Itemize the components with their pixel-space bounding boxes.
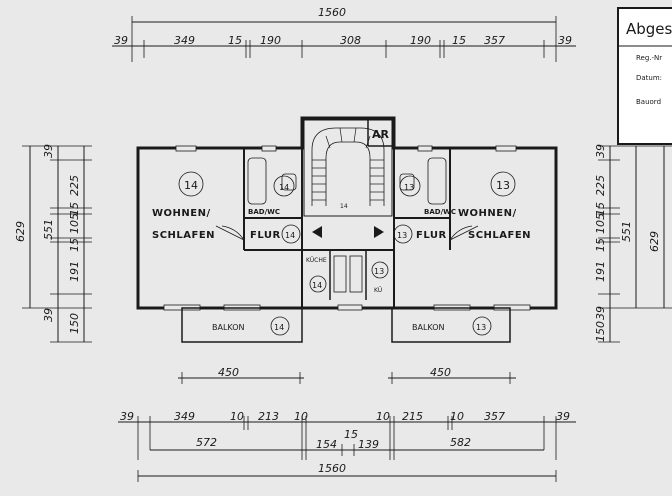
hall-right-label: FLUR xyxy=(416,230,447,241)
bottom-dimensions: 39 349 10 213 10 10 215 10 357 39 572 15… xyxy=(118,410,576,482)
bottom-dim-4: 213 xyxy=(258,410,279,423)
top-dimensions: 1560 39 349 15 190 308 190 15 357 39 xyxy=(112,6,576,62)
bottom-row2-dim-3: 15 xyxy=(344,428,358,441)
right-dim-1: 39 xyxy=(594,144,607,158)
top-total-dim: 1560 xyxy=(318,6,346,19)
top-dim-1: 39 xyxy=(114,34,128,47)
bottom-row2-dim-5: 582 xyxy=(450,436,471,449)
living-right-label-2: SCHLAFEN xyxy=(468,230,531,241)
left-dimensions: 629 551 39 225 15 105 15 191 39 150 xyxy=(14,144,92,343)
living-right-unit-number: 13 xyxy=(496,179,510,192)
left-dim-6: 191 xyxy=(68,261,81,282)
unit-13: 13 WOHNEN/ SCHLAFEN 13 BAD/WC 13 FLUR 13… xyxy=(349,157,531,343)
bottom-dim-7: 215 xyxy=(402,410,423,423)
bottom-dim-3: 10 xyxy=(230,410,244,423)
interior-walls xyxy=(243,148,451,308)
stamp-line-2: Datum: xyxy=(636,74,662,82)
balcony-right-unit-number: 13 xyxy=(476,323,486,332)
balcony-right-label: BALKON xyxy=(412,323,445,332)
bath-left-label: BAD/WC xyxy=(248,208,280,216)
right-dim-4: 105 xyxy=(594,213,607,234)
left-dim-3: 15 xyxy=(68,202,81,216)
top-dim-7: 15 xyxy=(452,34,466,47)
left-dim-2: 225 xyxy=(68,175,81,196)
bottom-row2-dim-1: 572 xyxy=(196,436,217,449)
living-left-unit-number: 14 xyxy=(184,179,198,192)
top-dim-3: 15 xyxy=(228,34,242,47)
unit-14: 14 WOHNEN/ SCHLAFEN 14 BAD/WC FLUR 14 KÜ… xyxy=(152,157,347,343)
bottom-row2-dim-2: 154 xyxy=(316,438,337,451)
arrow-left-icon xyxy=(312,226,322,238)
balcony-left-width-dim: 450 xyxy=(218,366,239,379)
right-dim-8: 150 xyxy=(594,321,607,342)
kitchen-right-unit-number: 13 xyxy=(374,267,384,276)
bottom-dim-1: 39 xyxy=(120,410,134,423)
balcony-right-width-dim: 450 xyxy=(430,366,451,379)
stair-ar-label: AR xyxy=(372,128,390,141)
kitchen-left-label: KÜCHE xyxy=(306,257,327,264)
right-dim-6: 191 xyxy=(594,261,607,282)
bottom-dim-8: 10 xyxy=(450,410,464,423)
bath-left-unit-number: 14 xyxy=(279,183,289,192)
right-dim-2: 225 xyxy=(594,175,607,196)
bottom-dim-2: 349 xyxy=(174,410,195,423)
stamp-line-3: Bauord xyxy=(636,98,661,106)
top-dim-4: 190 xyxy=(260,34,281,47)
bottom-total-dim: 1560 xyxy=(318,462,346,475)
bottom-dim-5: 10 xyxy=(294,410,308,423)
left-dim-1: 39 xyxy=(42,144,55,158)
kitchen-right-label: KÜ xyxy=(374,287,382,294)
top-dim-9: 39 xyxy=(558,34,572,47)
living-left-label-1: WOHNEN/ xyxy=(152,208,211,219)
top-dim-5: 308 xyxy=(340,34,361,47)
left-dim-5: 15 xyxy=(68,238,81,252)
hall-left-label: FLUR xyxy=(250,230,281,241)
right-dimensions: 39 225 15 105 15 191 39 150 551 629 xyxy=(594,144,672,343)
kitchen-left-unit-number: 14 xyxy=(312,281,322,290)
right-mid-dim: 551 xyxy=(620,221,633,242)
living-right-label-1: WOHNEN/ xyxy=(458,208,517,219)
bath-right-unit-number: 13 xyxy=(404,183,414,192)
stamp-line-1: Reg.-Nr xyxy=(636,54,662,62)
living-left-label-2: SCHLAFEN xyxy=(152,230,215,241)
left-dim-4: 105 xyxy=(68,213,81,234)
approval-stamp: Abges Reg.-Nr Datum: Bauord xyxy=(617,7,672,145)
right-dim-3: 15 xyxy=(594,202,607,216)
hall-left-unit-number: 14 xyxy=(285,231,295,240)
hall-right-unit-number: 13 xyxy=(397,231,407,240)
balcony-dimensions: 450 450 xyxy=(178,366,516,384)
balcony-left-unit-number: 14 xyxy=(274,323,284,332)
left-dim-7: 39 xyxy=(42,308,55,322)
bottom-dim-9: 357 xyxy=(484,410,505,423)
top-dim-8: 357 xyxy=(484,34,505,47)
stairwell: AR 14 xyxy=(303,119,393,238)
bottom-dim-6: 10 xyxy=(376,410,390,423)
bath-right-label: BAD/WC xyxy=(424,208,456,216)
stamp-title: Abges xyxy=(626,20,672,38)
top-dim-6: 190 xyxy=(410,34,431,47)
bottom-row2-dim-4: 139 xyxy=(358,438,379,451)
right-total-dim: 629 xyxy=(648,231,661,252)
right-dim-5: 15 xyxy=(594,238,607,252)
arrow-right-icon xyxy=(374,226,384,238)
left-dim-8: 150 xyxy=(68,313,81,334)
right-dim-7: 39 xyxy=(594,306,607,320)
top-dim-2: 349 xyxy=(174,34,195,47)
balcony-left-label: BALKON xyxy=(212,323,245,332)
stair-mark: 14 xyxy=(340,203,348,210)
left-total-dim: 629 xyxy=(14,221,27,242)
left-mid-dim: 551 xyxy=(42,219,55,240)
bottom-dim-10: 39 xyxy=(556,410,570,423)
